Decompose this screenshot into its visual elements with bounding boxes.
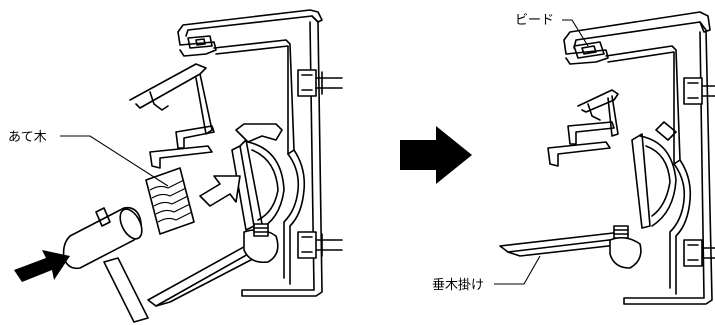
bead-label: ビード — [515, 13, 554, 28]
wood-block-leader — [60, 135, 169, 187]
frame-profile-after — [499, 11, 715, 305]
mullion-hook-leader — [494, 255, 541, 285]
mullion-hook-label: 垂木掛け — [432, 278, 484, 293]
bead-leader — [562, 19, 589, 47]
wood-block-icon — [145, 167, 195, 235]
wood-block-label: あて木 — [8, 130, 47, 145]
mallet-icon — [62, 206, 149, 323]
strike-arrow-icon — [14, 250, 70, 282]
push-direction-arrow-icon — [199, 175, 241, 207]
frame-profile-before — [129, 9, 343, 307]
result-arrow-icon — [400, 126, 472, 184]
